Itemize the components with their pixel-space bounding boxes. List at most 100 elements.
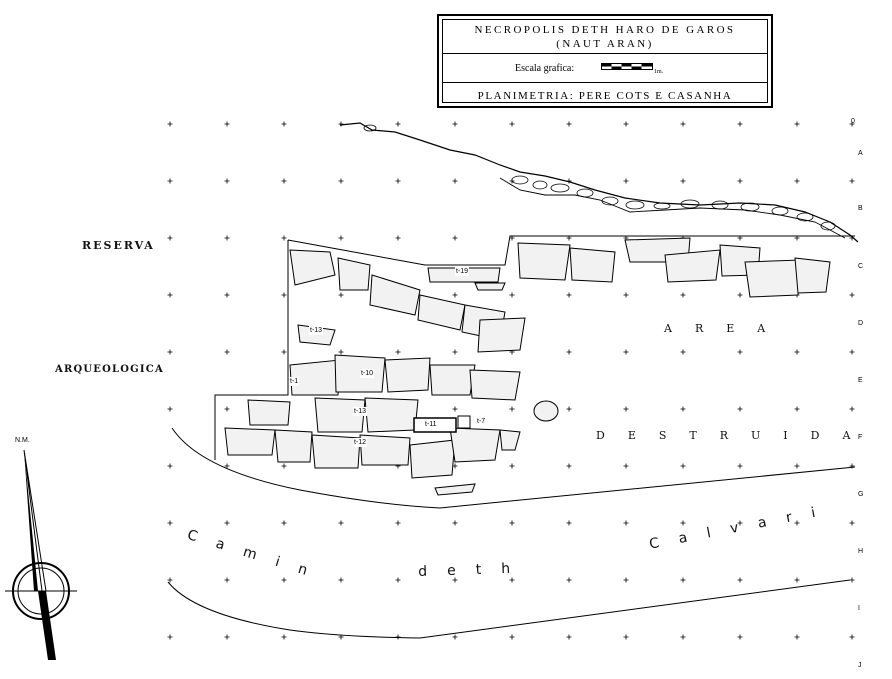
grid-cross: [737, 463, 743, 469]
label-area: AREA: [664, 322, 789, 335]
grid-cross: [680, 292, 686, 298]
grid-cross: [566, 406, 572, 412]
grid-cross: [167, 520, 173, 526]
grid-cross: [224, 292, 230, 298]
scale-bar-icon: [601, 63, 653, 70]
excavation-west-edge: [214, 240, 289, 460]
rock-stones-top: [363, 124, 836, 231]
grid-row-a: A: [858, 150, 863, 157]
grid-cross: [281, 634, 287, 640]
grid-cross: [167, 577, 173, 583]
grid-cross: [794, 463, 800, 469]
grid-cross: [794, 178, 800, 184]
grid-cross: [509, 520, 515, 526]
grid-cross: [680, 634, 686, 640]
excavation-boundary: [287, 235, 855, 266]
grid-cross: [167, 178, 173, 184]
grid-cross: [452, 634, 458, 640]
road-lower-edge: [167, 579, 851, 639]
grid-cross: [224, 235, 230, 241]
grid-cross: [794, 349, 800, 355]
grid-cross: [566, 577, 572, 583]
grid-cross: [224, 634, 230, 640]
title-block: NECROPOLIS DETH HARO DE GAROS (NAUT ARAN…: [437, 14, 773, 108]
grid-cross: [452, 577, 458, 583]
grid-cross: [224, 463, 230, 469]
grid-cross: [167, 634, 173, 640]
grid-cross: [167, 463, 173, 469]
grid-cross: [680, 577, 686, 583]
tomb-label-t13-upper: t-13: [309, 326, 324, 335]
grid-cross: [167, 235, 173, 241]
grid-cross: [338, 349, 344, 355]
north-label: N.M.: [15, 437, 30, 444]
grid-cross: [794, 406, 800, 412]
grid-cross: [849, 349, 855, 355]
grid-cross: [338, 121, 344, 127]
grid-cross: [794, 520, 800, 526]
map-title: NECROPOLIS DETH HARO DE GAROS: [474, 24, 736, 36]
grid-cross: [509, 577, 515, 583]
grid-cross: [849, 121, 855, 127]
grid-cross: [849, 292, 855, 298]
grid-cross: [167, 121, 173, 127]
scale-unit: 1m.: [654, 69, 664, 75]
grid-cross: [849, 178, 855, 184]
grid-cross: [509, 634, 515, 640]
grid-cross: [737, 121, 743, 127]
grid-cross: [167, 406, 173, 412]
tomb-label-t7: t-7: [476, 417, 487, 426]
grid-cross: [737, 349, 743, 355]
tomb-label-t1: t-1: [289, 377, 300, 386]
grid-cross: [281, 349, 287, 355]
grid-cross: [623, 292, 629, 298]
grid-cross: [737, 178, 743, 184]
grid-cross: [281, 178, 287, 184]
north-arrow-icon: [5, 449, 77, 660]
grid-cross: [338, 178, 344, 184]
grid-cross: [167, 292, 173, 298]
scale-label: Escala grafica:: [515, 63, 575, 74]
grid-cross: [281, 463, 287, 469]
tomb-stones: [224, 237, 831, 496]
grid-cross: [395, 235, 401, 241]
grid-cross: [224, 349, 230, 355]
grid-cross: [281, 235, 287, 241]
grid-cross: [338, 292, 344, 298]
grid-cross: [680, 463, 686, 469]
label-arqueologica: ARQUEOLOGICA: [55, 364, 164, 375]
tomb-label-t12: t-12: [353, 438, 368, 447]
plan-credit: PLANIMETRIA: PERE COTS E CASANHA: [477, 90, 733, 102]
grid-row-0: 0: [851, 118, 855, 125]
grid-row-g: G: [858, 491, 864, 498]
road-upper-edge: [171, 427, 856, 509]
grid-cross: [623, 577, 629, 583]
grid-cross: [509, 121, 515, 127]
grid-cross: [452, 463, 458, 469]
grid-cross: [566, 349, 572, 355]
grid-cross: [509, 292, 515, 298]
grid-row-j: J: [858, 662, 862, 669]
grid-cross: [849, 406, 855, 412]
grid-cross: [794, 577, 800, 583]
grid-cross: [566, 121, 572, 127]
grid-cross: [680, 520, 686, 526]
grid-cross: [566, 463, 572, 469]
grid-cross: [737, 292, 743, 298]
grid-cross: [623, 349, 629, 355]
grid-cross: [452, 406, 458, 412]
grid-cross: [849, 520, 855, 526]
grid-row-h: H: [858, 548, 864, 555]
grid-cross: [849, 634, 855, 640]
grid-cross: [623, 520, 629, 526]
grid-cross: [338, 235, 344, 241]
northern-rock-boundary: [339, 122, 859, 243]
grid-cross: [680, 349, 686, 355]
grid-cross: [395, 121, 401, 127]
grid-cross: [395, 634, 401, 640]
grid-cross: [509, 463, 515, 469]
grid-cross: [623, 463, 629, 469]
grid-row-f: F: [858, 434, 863, 441]
grid-cross: [623, 406, 629, 412]
